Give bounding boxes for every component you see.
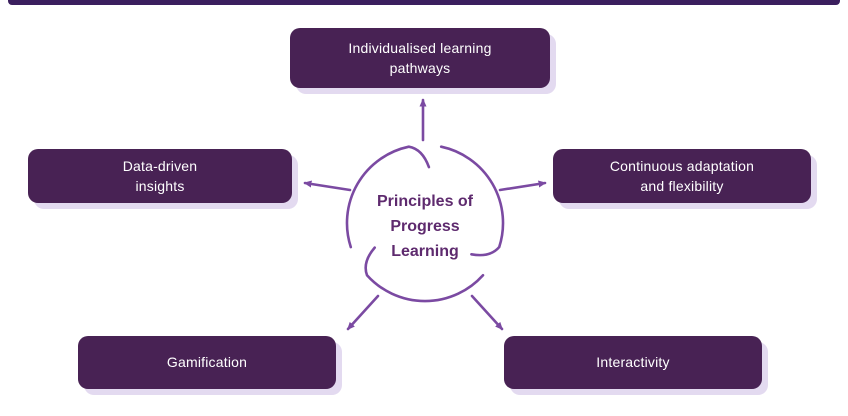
node-gamification: Gamification (78, 336, 336, 389)
arrow-to-left-node (303, 180, 352, 192)
center-title: Principles of Progress Learning (376, 193, 474, 260)
node-label: Gamification (166, 354, 248, 371)
node-data-driven-insights: Data-driven insights (28, 149, 292, 203)
node-label: Continuous adaptation and flexibility (609, 157, 755, 194)
arrow-to-bottom-right-node (470, 294, 504, 331)
cycle-circle-icon (345, 145, 505, 303)
node-individualised-learning-pathways: Individualised learning pathways (290, 28, 550, 88)
node-label: Interactivity (596, 354, 670, 371)
node-continuous-adaptation-and-flexibility: Continuous adaptation and flexibility (553, 149, 811, 203)
arrow-to-bottom-left-node (346, 294, 380, 331)
top-border-rule (8, 0, 840, 5)
node-interactivity: Interactivity (504, 336, 762, 389)
node-label: Individualised learning pathways (348, 39, 492, 76)
arrow-to-right-node (498, 180, 547, 192)
node-label: Data-driven insights (122, 157, 198, 194)
